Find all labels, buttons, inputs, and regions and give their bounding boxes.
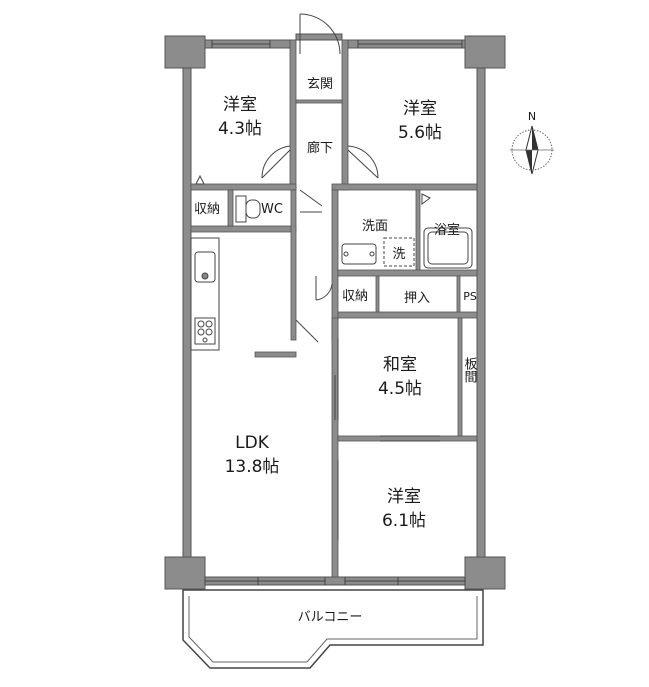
label-hallway: 廊下 [307, 140, 333, 156]
label-bathroom: 浴室 [434, 222, 460, 238]
label-wc: WC [261, 202, 283, 217]
room-name-ldk: LDK [235, 433, 270, 453]
toilet-icon [235, 195, 261, 223]
bathtub [423, 227, 473, 269]
storage-mid-door [295, 276, 333, 343]
label-balcony: バルコニー [298, 610, 363, 625]
hallway-doors [261, 145, 379, 213]
triangle-icon [195, 174, 205, 185]
corner-columns [164, 35, 506, 590]
label-entrance: 玄関 [307, 77, 333, 92]
compass-icon [510, 125, 554, 175]
label-storage-left: 収納 [194, 202, 220, 217]
label-washroom: 洗面 [362, 219, 388, 234]
wash-basin [341, 243, 377, 265]
room-name-japanese: 和室 [383, 355, 417, 375]
room-size-ldk: 13.8帖 [225, 457, 280, 477]
label-board-floor: 板間 [462, 357, 478, 384]
label-ps: PS [463, 290, 477, 303]
balcony-area [182, 589, 484, 669]
label-closet: 押入 [404, 291, 430, 306]
label-washer: 洗 [392, 247, 405, 262]
room-size-western2: 5.6帖 [398, 123, 442, 143]
label-storage-mid: 収納 [342, 289, 368, 304]
kitchen-counter [190, 237, 220, 351]
room-name-western2: 洋室 [403, 99, 437, 119]
compass-north-label: N [528, 110, 536, 123]
room-size-western3: 6.1帖 [382, 511, 426, 531]
room-size-japanese: 4.5帖 [378, 379, 422, 399]
room-size-western1: 4.3帖 [218, 119, 262, 139]
balcony-rail [188, 596, 478, 663]
room-name-western3: 洋室 [387, 487, 421, 507]
sliding-doors [334, 338, 440, 540]
window-marks [204, 40, 466, 585]
triangle-icon [421, 193, 431, 205]
entrance-door [299, 13, 341, 55]
washer-space [383, 237, 415, 267]
interior-walls [190, 39, 478, 578]
room-name-western1: 洋室 [223, 95, 257, 115]
